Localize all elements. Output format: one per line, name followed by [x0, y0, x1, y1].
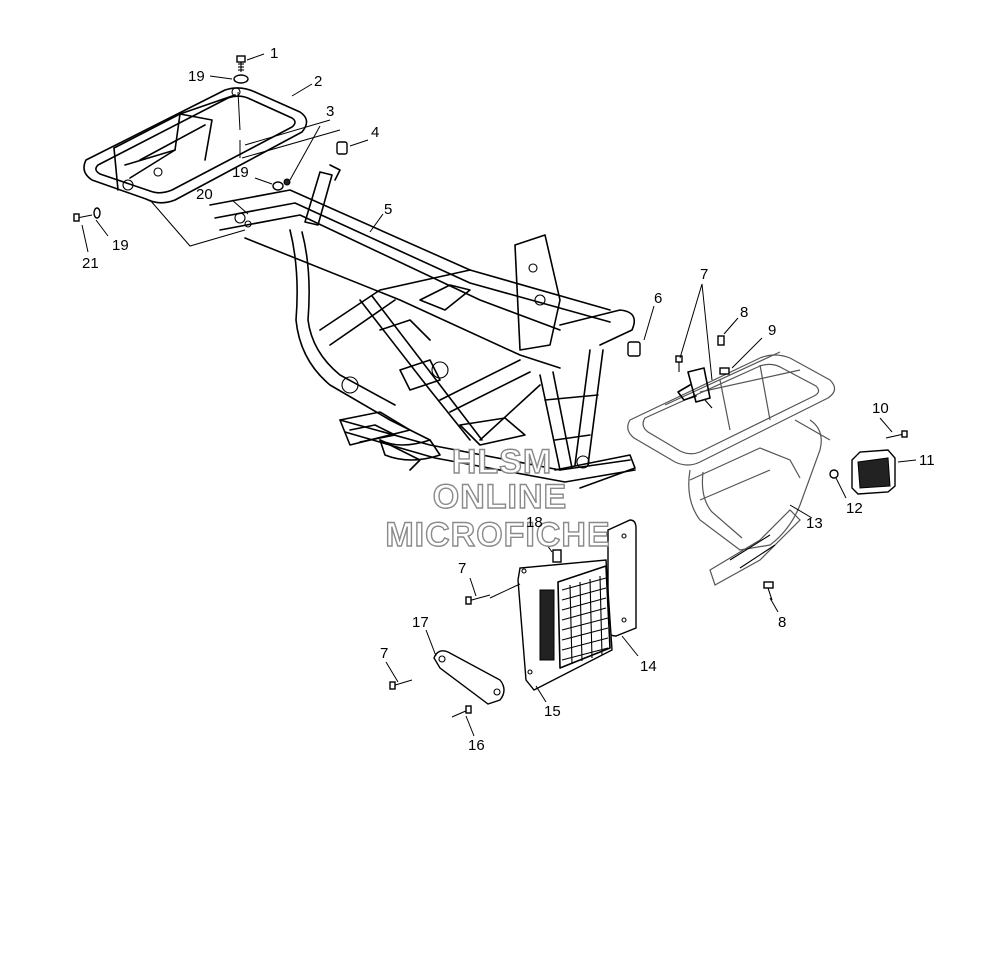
callout-10: 10	[872, 400, 889, 417]
callout-16: 16	[468, 737, 485, 754]
washer-part-19-top	[233, 74, 249, 84]
bolt-part-16	[451, 705, 472, 718]
front-rack-bumper	[627, 351, 836, 586]
leader-lines	[81, 53, 917, 737]
watermark-line-2: ONLINE	[433, 478, 567, 516]
bolt-part-10	[885, 430, 908, 439]
callout-14: 14	[640, 658, 657, 675]
grille-panel-part-14	[607, 519, 637, 637]
nut-part-3	[283, 178, 291, 186]
bracket-part-9	[675, 335, 730, 409]
rear-rack	[83, 87, 308, 247]
callout-12: 12	[846, 500, 863, 517]
callout-4: 4	[371, 124, 379, 141]
callout-6: 6	[654, 290, 662, 307]
callout-5: 5	[384, 201, 392, 218]
watermark: HLSM ONLINE MICROFICHE	[385, 442, 611, 554]
headlight-part-11	[851, 449, 896, 495]
bolt-part-7-a	[465, 594, 491, 605]
washer-part-19-left	[93, 207, 101, 219]
bolt-part-8-lower	[763, 581, 774, 601]
callout-labels: 1 2 3 4 5 6 7 7 7 8 8 9 10 11 12 13 14 1…	[82, 45, 935, 754]
bolt-part-7-b	[389, 679, 413, 690]
callout-8-top: 8	[740, 304, 748, 321]
callout-1: 1	[270, 45, 278, 62]
callout-15: 15	[544, 703, 561, 720]
callout-21: 21	[82, 255, 99, 272]
mount-plate-part-17	[433, 650, 505, 705]
callout-19-mid: 19	[232, 164, 249, 181]
radiator-panel-part-15	[517, 559, 613, 691]
main-frame	[209, 164, 636, 489]
callout-7-bottom: 7	[380, 645, 388, 662]
callout-20: 20	[196, 186, 213, 203]
callout-8-bottom: 8	[778, 614, 786, 631]
watermark-line-1: HLSM	[452, 443, 552, 481]
watermark-line-3: MICROFICHE	[385, 516, 610, 554]
callout-3: 3	[326, 103, 334, 120]
callout-19-left: 19	[112, 237, 129, 254]
washer-part-19-mid	[272, 181, 284, 191]
nut-part-12	[829, 469, 839, 479]
bolt-part-21	[73, 213, 93, 222]
bolt-part-1	[236, 55, 246, 72]
callout-11: 11	[919, 452, 935, 469]
bushing-part-6	[627, 341, 641, 357]
callout-2: 2	[314, 73, 322, 90]
callout-19-top: 19	[188, 68, 205, 85]
callout-7-mid: 7	[458, 560, 466, 577]
callout-18: 18	[526, 514, 543, 531]
spacer-part-4	[336, 141, 348, 155]
clip-part-18	[552, 549, 562, 563]
callout-17: 17	[412, 614, 429, 631]
callout-9: 9	[768, 322, 776, 339]
callout-7-top: 7	[700, 266, 708, 283]
callout-13: 13	[806, 515, 823, 532]
